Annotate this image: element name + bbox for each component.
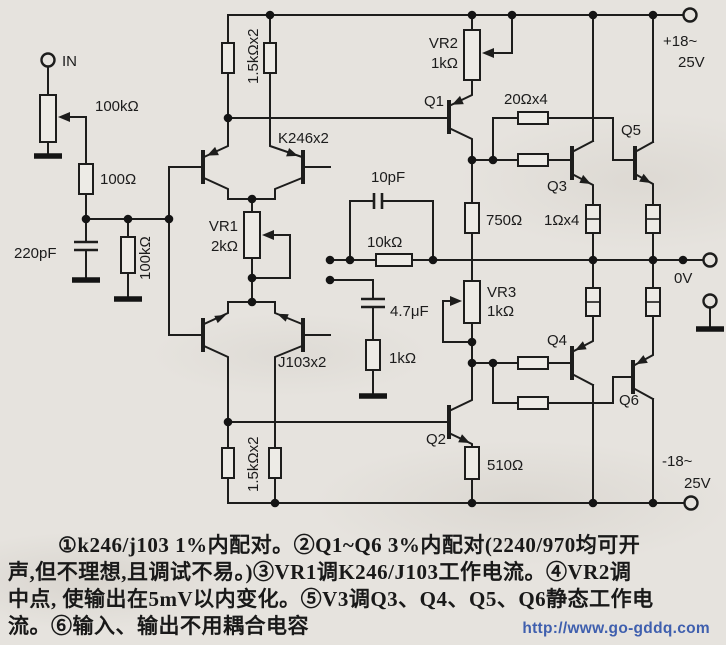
cap-10pf xyxy=(372,193,384,209)
resistor-510ohm xyxy=(464,446,480,480)
input-section xyxy=(34,52,170,336)
jfet-j103-right xyxy=(252,301,331,449)
label-20ohm: 20Ωx4 xyxy=(504,91,548,108)
vr3-wiper-arrow xyxy=(450,296,462,306)
resistor-1ohm-q5 xyxy=(645,204,661,234)
label-q5: Q5 xyxy=(621,122,641,139)
resistor-100ohm xyxy=(78,163,94,195)
resistor-1ohm-q4 xyxy=(585,287,601,317)
circuit-schematic: IN 100kΩ 100Ω 220pF 100kΩ 1.5kΩx2 1.5kΩx… xyxy=(14,7,724,511)
resistor-1k5-bottom-left xyxy=(221,447,235,479)
label-q2: Q2 xyxy=(426,431,446,448)
resistor-1ohm-q3 xyxy=(585,204,601,234)
resistor-20ohm-2 xyxy=(517,153,549,167)
label-q1: Q1 xyxy=(424,93,444,110)
label-vpos-1: +18~ xyxy=(663,33,697,50)
input-level-pot xyxy=(39,94,57,143)
negative-supply-terminal xyxy=(683,495,699,511)
transistor-q5 xyxy=(633,140,655,206)
note-line-1: ①k246/j103 1%内配对。②Q1~Q6 3%内配对(2240/970均可… xyxy=(58,533,641,557)
label-0v: 0V xyxy=(674,270,692,287)
resistor-1k5-top-left xyxy=(221,42,235,74)
label-1k5-top: 1.5kΩx2 xyxy=(245,29,262,84)
transistor-q4 xyxy=(570,315,595,387)
label-vpos-2: 25V xyxy=(678,54,705,71)
resistor-1k-feedback xyxy=(365,339,381,371)
resistor-20ohm-3 xyxy=(517,356,549,370)
trimmer-vr3 xyxy=(442,280,481,364)
label-510ohm: 510Ω xyxy=(487,457,523,474)
label-vr3-name: VR3 xyxy=(487,284,516,301)
input-terminal xyxy=(40,52,56,68)
input-pot-wiper-arrow xyxy=(58,112,70,122)
transistor-q1 xyxy=(447,79,473,161)
label-1k5-bottom: 1.5kΩx2 xyxy=(245,437,262,492)
label-in: IN xyxy=(62,53,77,70)
positive-supply-terminal xyxy=(682,7,698,23)
label-q4: Q4 xyxy=(547,332,567,349)
resistor-750ohm xyxy=(464,202,480,234)
trimmer-vr1 xyxy=(243,198,291,303)
cap-220pf xyxy=(74,240,98,252)
jfet-k246-right xyxy=(252,72,331,200)
vr1-wiper-arrow xyxy=(262,230,274,240)
label-j103: J103x2 xyxy=(278,354,326,371)
label-vr1-name: VR1 xyxy=(209,218,238,235)
transistor-q3 xyxy=(570,139,595,206)
label-10pf: 10pF xyxy=(371,169,405,186)
output-ground-terminal xyxy=(696,293,724,332)
transistor-q2 xyxy=(447,362,473,448)
resistor-1ohm-q6 xyxy=(645,287,661,317)
resistor-20ohm-4 xyxy=(517,396,549,410)
resistor-1k5-bottom-right xyxy=(268,447,282,479)
label-vr2-name: VR2 xyxy=(429,35,458,52)
label-100ohm: 100Ω xyxy=(100,171,136,188)
output-terminal xyxy=(702,252,718,268)
positive-rail xyxy=(227,7,698,143)
note-line-4: 流。⑥输入、输出不用耦合电容 xyxy=(8,614,309,638)
label-k246: K246x2 xyxy=(278,130,329,147)
label-1k-fb: 1kΩ xyxy=(389,350,416,367)
jfet-j103-left xyxy=(168,301,252,449)
junction-dots xyxy=(81,10,688,508)
resistor-100k-gate xyxy=(120,236,136,274)
schematic-notes: ①k246/j103 1%内配对。②Q1~Q6 3%内配对(2240/970均可… xyxy=(0,532,726,640)
label-4u7: 4.7μF xyxy=(390,303,429,320)
resistor-10k-feedback xyxy=(375,253,413,267)
feedback-network xyxy=(329,193,434,399)
cap-10pf-branch xyxy=(349,200,434,261)
jfet-input-stage xyxy=(168,42,448,479)
vas-bias-column xyxy=(442,29,513,504)
cap-4u7 xyxy=(361,297,385,309)
note-line-2: 声,但不理想,且调试不易。)③VR1调K246/J103工作电流。④VR2调 xyxy=(8,560,632,584)
label-10k: 10kΩ xyxy=(367,234,402,251)
label-vr2-value: 1kΩ xyxy=(431,55,458,72)
label-100k-gate: 100kΩ xyxy=(137,236,154,280)
label-vr3-value: 1kΩ xyxy=(487,303,514,320)
label-1ohm: 1Ωx4 xyxy=(544,212,579,229)
label-input-pot: 100kΩ xyxy=(95,98,139,115)
label-220pf: 220pF xyxy=(14,245,57,262)
trimmer-vr2 xyxy=(463,29,513,81)
label-vr1-value: 2kΩ xyxy=(211,238,238,255)
transistor-q6 xyxy=(631,315,655,401)
resistor-1k5-top-right xyxy=(263,42,277,74)
label-q3: Q3 xyxy=(547,178,567,195)
feedback-ground-leg xyxy=(329,279,374,395)
watermark-url: http://www.go-gddq.com xyxy=(522,620,710,637)
label-vneg-1: -18~ xyxy=(662,453,693,470)
label-q6: Q6 xyxy=(619,392,639,409)
jfet-k246-left xyxy=(168,72,252,200)
output-stage xyxy=(471,111,661,410)
label-750ohm: 750Ω xyxy=(486,212,522,229)
vr2-wiper-arrow xyxy=(482,48,494,58)
resistor-20ohm-1 xyxy=(517,111,549,125)
label-vneg-2: 25V xyxy=(684,475,711,492)
note-line-3: 中点, 使输出在5mV以内变化。⑤V3调Q3、Q4、Q5、Q6静态工作电 xyxy=(8,587,654,611)
